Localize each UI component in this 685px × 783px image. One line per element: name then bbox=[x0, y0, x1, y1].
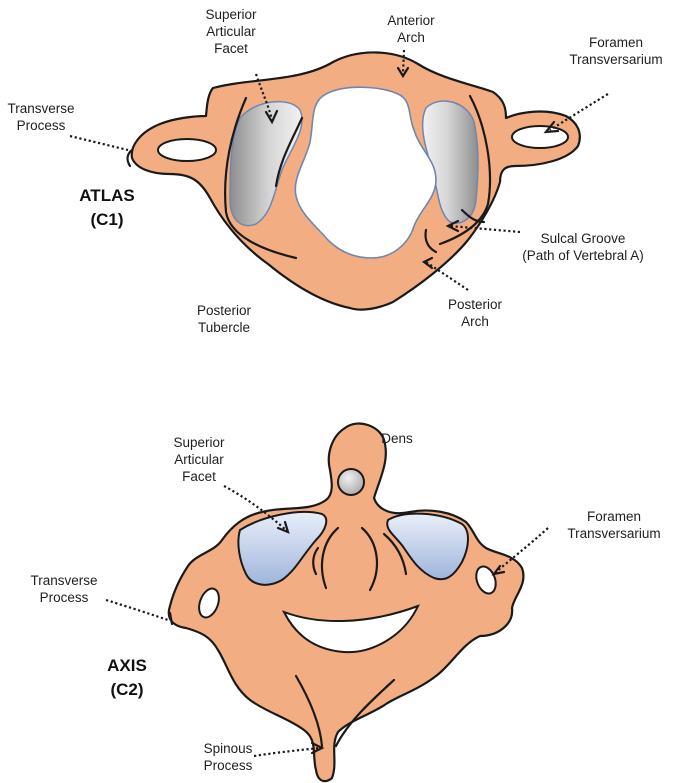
axis-vertebral-foramen bbox=[281, 604, 420, 654]
atlas-foramen-left bbox=[157, 138, 217, 162]
leader-atlas-posterior-arch-head bbox=[421, 256, 434, 270]
axis-ridge-spine-right bbox=[334, 678, 396, 748]
leader-atlas-facet-head bbox=[264, 109, 279, 125]
leader-axis-foramen-head bbox=[491, 564, 506, 576]
leader-atlas-foramen-head bbox=[543, 120, 560, 134]
leader-atlas-posterior-arch bbox=[425, 261, 469, 291]
axis-foramen-right bbox=[475, 565, 497, 595]
atlas-ridge-right-inner bbox=[424, 228, 438, 254]
axis-ridge-right-small bbox=[382, 532, 408, 576]
atlas-transverse-tip bbox=[126, 148, 134, 168]
axis-foramen-left bbox=[198, 587, 220, 619]
axis-label-superior-articular-facet: Superior Articular Facet bbox=[173, 435, 225, 484]
atlas-title: ATLAS (C1) bbox=[72, 184, 142, 232]
atlas-vertebral-canal bbox=[294, 86, 437, 259]
axis-facet-right bbox=[386, 512, 469, 581]
axis-body bbox=[167, 422, 525, 783]
axis-title-line-1: AXIS bbox=[107, 656, 147, 675]
axis-ridge-left-curve bbox=[320, 526, 340, 590]
axis-title-line-2: (C2) bbox=[110, 680, 144, 699]
axis-dens-tip bbox=[337, 468, 365, 496]
leader-atlas-anterior-arch-head bbox=[396, 66, 410, 79]
atlas-title-line-2: (C1) bbox=[90, 210, 124, 229]
axis-title: AXIS (C2) bbox=[92, 654, 162, 702]
leader-atlas-facet bbox=[254, 73, 274, 121]
leader-axis-foramen bbox=[495, 527, 549, 573]
leader-atlas-sulcal bbox=[449, 224, 521, 234]
atlas-ridge-right-facet-tip bbox=[460, 208, 486, 224]
atlas-label-posterior-tubercle: Posterior Tubercle bbox=[196, 303, 252, 335]
leader-atlas-anterior-arch bbox=[401, 49, 406, 75]
axis-label-spinous-process: Spinous Process bbox=[203, 741, 253, 773]
atlas-facet-left bbox=[229, 100, 303, 227]
axis-ridge-right-curve bbox=[360, 526, 378, 592]
leader-axis-transverse-tip bbox=[168, 611, 174, 626]
axis-ridge-left-small bbox=[312, 546, 320, 576]
atlas-foramen-right bbox=[511, 125, 569, 149]
atlas-ridge-left-outer bbox=[224, 96, 298, 260]
leader-atlas-transverse bbox=[69, 134, 129, 152]
leader-atlas-sulcal-head bbox=[445, 219, 460, 233]
axis-label-transverse-process: Transverse Process bbox=[30, 573, 98, 605]
atlas-label-sulcal-groove: Sulcal Groove (Path of Vertebral A) bbox=[522, 231, 644, 263]
atlas-title-line-1: ATLAS bbox=[79, 186, 135, 205]
axis-label-dens: Dens bbox=[381, 431, 413, 446]
axis-leaders bbox=[105, 485, 549, 758]
leader-axis-spinous bbox=[253, 746, 321, 758]
axis-facet-left bbox=[237, 511, 328, 586]
atlas-label-superior-articular-facet: Superior Articular Facet bbox=[205, 7, 257, 56]
axis-label-foramen-transversarium: Foramen Transversarium bbox=[567, 509, 661, 541]
atlas-ridge-left-inner bbox=[274, 116, 304, 188]
atlas-ridge-right-outer bbox=[438, 94, 492, 246]
leader-axis-transverse bbox=[105, 598, 169, 622]
atlas-leaders bbox=[69, 49, 609, 291]
atlas-label-anterior-arch: Anterior Arch bbox=[387, 13, 435, 45]
leader-axis-facet-head bbox=[276, 520, 290, 534]
axis-vertebra bbox=[167, 422, 525, 783]
leader-atlas-foramen bbox=[549, 93, 609, 131]
atlas-label-foramen-transversarium: Foramen Transversarium bbox=[569, 35, 663, 67]
atlas-label-transverse-process: Transverse Process bbox=[7, 101, 75, 133]
leader-axis-spinous-head bbox=[310, 741, 325, 755]
atlas-label-posterior-arch: Posterior Arch bbox=[447, 297, 503, 329]
atlas-vertebra bbox=[126, 51, 581, 311]
axis-ridge-spine-left bbox=[294, 674, 324, 748]
